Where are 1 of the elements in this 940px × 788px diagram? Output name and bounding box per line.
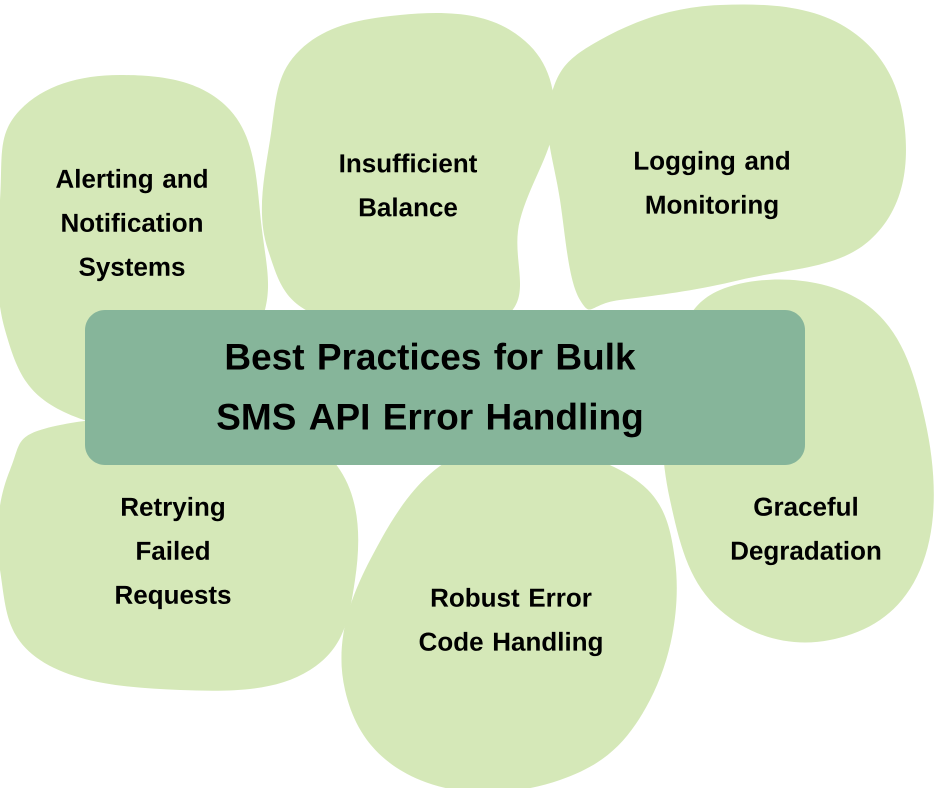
title-box: Best Practices for Bulk SMS API Error Handling [85,310,805,465]
